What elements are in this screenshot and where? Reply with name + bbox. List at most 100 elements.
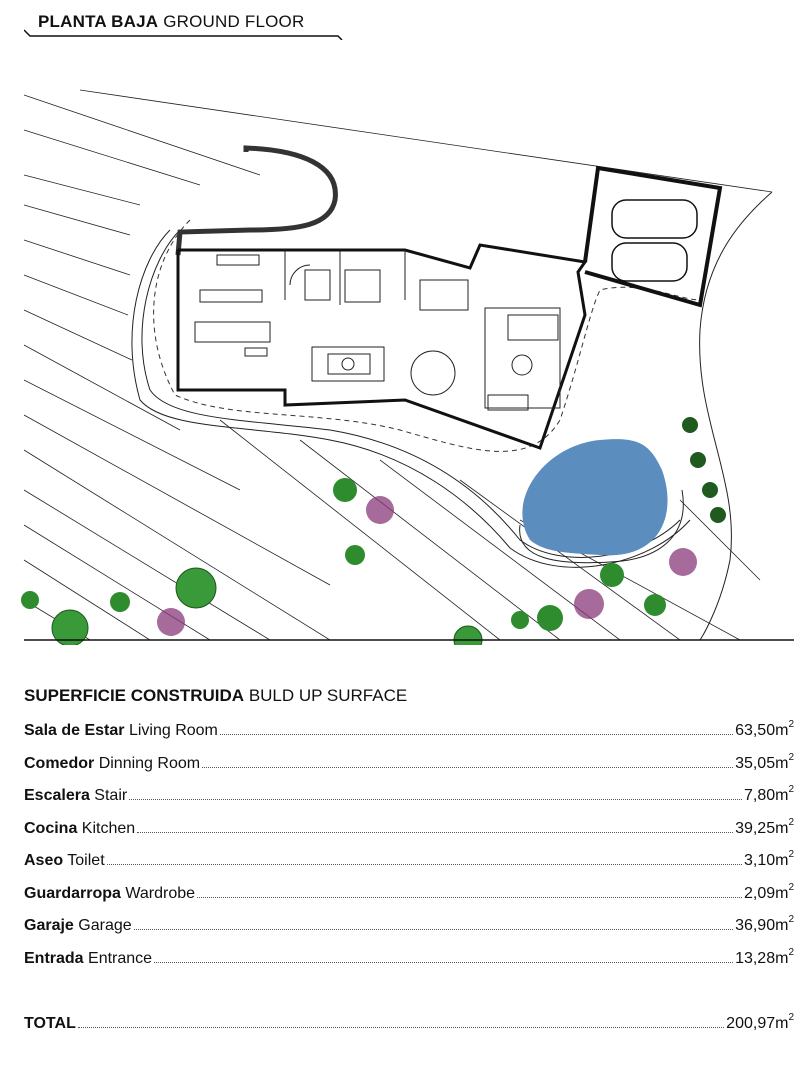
surface-title-spanish: SUPERFICIE CONSTRUIDA	[24, 686, 245, 705]
pool-deck	[519, 489, 684, 564]
leader-dots	[202, 766, 734, 768]
room-area: 3,10m2	[743, 849, 794, 870]
leader-dots	[154, 961, 734, 963]
room-area: 13,28m2	[735, 947, 794, 968]
room-name-spanish: Sala de Estar	[24, 722, 125, 739]
total-label: TOTAL	[24, 1015, 76, 1033]
surface-row: Comedor Dinning Room 35,05m2	[24, 751, 794, 773]
area-unit-exponent: 2	[788, 817, 794, 828]
hatch-lines	[23, 89, 773, 641]
area-value: 7,80	[743, 787, 776, 804]
room-name-spanish: Cocina	[24, 820, 78, 837]
area-unit: m	[775, 917, 789, 934]
area-unit: m	[775, 852, 789, 869]
interior-lines	[194, 250, 561, 411]
area-unit-exponent: 2	[788, 784, 794, 795]
room-name-english: Kitchen	[81, 820, 136, 837]
surface-row: Aseo Toilet 3,10m2	[24, 848, 794, 870]
room-name-spanish: Escalera	[24, 787, 90, 804]
area-unit: m	[775, 820, 789, 837]
surface-total-row: TOTAL 200,97m2	[24, 1011, 794, 1033]
surface-row: Entrada Entrance 13,28m2	[24, 946, 794, 968]
area-value: 35,05	[735, 755, 776, 772]
driveway-curves	[131, 191, 773, 641]
room-area: 35,05m2	[735, 752, 794, 773]
room-name-english: Stair	[94, 787, 128, 804]
leader-dots	[219, 733, 734, 735]
area-unit: m	[775, 1015, 789, 1032]
area-unit-exponent: 2	[788, 719, 794, 730]
room-name: Cocina Kitchen	[24, 820, 135, 838]
room-name-english: Entrance	[88, 950, 153, 967]
area-value: 13,28	[735, 950, 776, 967]
vegetation	[21, 417, 726, 645]
area-unit: m	[775, 755, 789, 772]
room-area: 39,25m2	[735, 817, 794, 838]
room-name-english: Wardrobe	[125, 885, 196, 902]
surface-table: SUPERFICIE CONSTRUIDA BULD UP SURFACE Sa…	[24, 686, 794, 1032]
total-value: 200,97	[726, 1015, 776, 1032]
room-name: Garaje Garage	[24, 917, 132, 935]
room-name-spanish: Entrada	[24, 950, 84, 967]
floor-plan-drawing	[21, 89, 794, 645]
garage	[583, 165, 723, 308]
room-area: 63,50m2	[735, 719, 794, 740]
page-header: PLANTA BAJA GROUND FLOOR	[24, 8, 344, 40]
room-area: 2,09m2	[743, 882, 794, 903]
room-name-english: Garage	[78, 917, 132, 934]
entrance-wall	[175, 145, 338, 256]
room-name: Guardarropa Wardrobe	[24, 885, 195, 903]
title-english: GROUND FLOOR	[163, 12, 305, 31]
surface-row: Garaje Garage 36,90m2	[24, 913, 794, 935]
total-area: 200,97m2	[726, 1012, 794, 1033]
header-underline	[24, 29, 343, 40]
area-value: 63,50	[735, 722, 776, 739]
leader-dots	[197, 896, 742, 898]
room-name: Sala de Estar Living Room	[24, 722, 218, 740]
leader-dots	[77, 1026, 725, 1028]
leader-dots	[129, 798, 742, 800]
room-area: 7,80m2	[743, 784, 794, 805]
surface-title: SUPERFICIE CONSTRUIDA BULD UP SURFACE	[24, 686, 794, 710]
page-title: PLANTA BAJA GROUND FLOOR	[38, 12, 304, 32]
total-label-text: TOTAL	[24, 1015, 76, 1032]
room-name-english: Toilet	[67, 852, 105, 869]
room-name-spanish: Comedor	[24, 755, 95, 772]
room-name: Escalera Stair	[24, 787, 127, 805]
leader-dots	[137, 831, 734, 833]
room-name: Entrada Entrance	[24, 950, 152, 968]
house-walls	[176, 243, 588, 450]
room-name: Aseo Toilet	[24, 852, 105, 870]
area-unit-exponent: 2	[788, 914, 794, 925]
area-value: 39,25	[735, 820, 776, 837]
area-unit-exponent: 2	[788, 752, 794, 763]
area-value: 36,90	[735, 917, 776, 934]
room-name-spanish: Aseo	[24, 852, 64, 869]
surface-title-english: BULD UP SURFACE	[248, 686, 408, 705]
title-spanish: PLANTA BAJA	[38, 12, 159, 31]
room-name-english: Dinning Room	[98, 755, 201, 772]
room-name-spanish: Guardarropa	[24, 885, 121, 902]
surface-row: Sala de Estar Living Room 63,50m2	[24, 718, 794, 740]
area-value: 3,10	[743, 852, 776, 869]
room-name-spanish: Garaje	[24, 917, 74, 934]
area-unit-exponent: 2	[788, 1012, 794, 1023]
area-value: 2,09	[743, 885, 776, 902]
area-unit: m	[775, 787, 789, 804]
room-name: Comedor Dinning Room	[24, 755, 200, 773]
pool	[522, 439, 668, 556]
surface-row: Escalera Stair 7,80m2	[24, 783, 794, 805]
area-unit: m	[775, 950, 789, 967]
room-name-english: Living Room	[128, 722, 218, 739]
area-unit-exponent: 2	[788, 947, 794, 958]
area-unit: m	[775, 885, 789, 902]
surface-row: Guardarropa Wardrobe 2,09m2	[24, 881, 794, 903]
area-unit: m	[775, 722, 789, 739]
path-dashed	[153, 219, 701, 452]
room-area: 36,90m2	[735, 914, 794, 935]
leader-dots	[133, 928, 734, 930]
area-unit-exponent: 2	[788, 849, 794, 860]
leader-dots	[106, 863, 742, 865]
surface-row: Cocina Kitchen 39,25m2	[24, 816, 794, 838]
area-unit-exponent: 2	[788, 882, 794, 893]
